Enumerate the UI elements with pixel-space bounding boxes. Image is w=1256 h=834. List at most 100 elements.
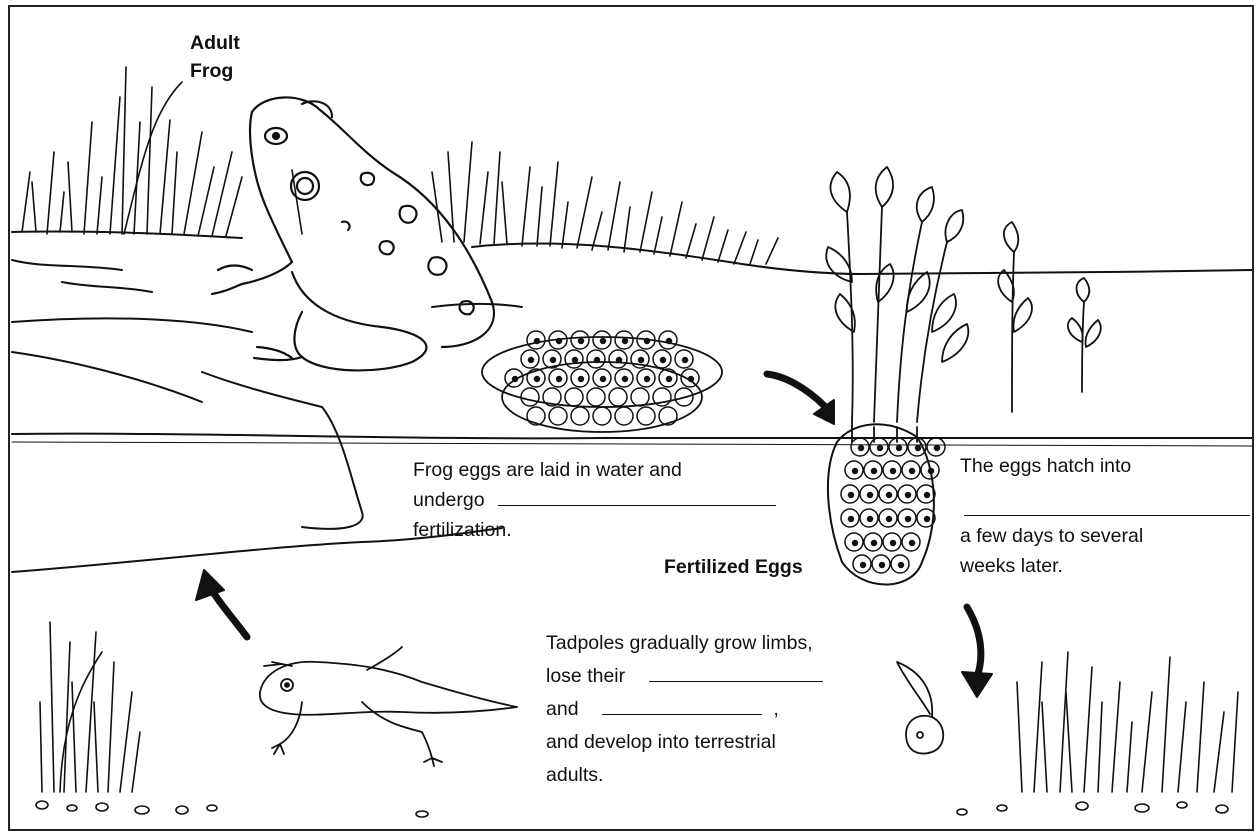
egg-embryo [891,469,896,474]
egg-embryo [535,339,540,344]
tadpoles-line3-text: and [546,698,579,720]
egg-embryo [601,339,606,344]
egg-embryo [557,377,562,382]
egg [659,407,677,425]
fill-in-blank-lose-their-1[interactable] [649,677,823,682]
adult-frog-drawing [212,97,494,370]
egg [593,407,611,425]
eggs-hatch-caption-cont: a few days to several weeks later. [960,521,1143,581]
adult-frog-label: Adult Frog [190,29,240,85]
egg-embryo [617,358,622,363]
egg-embryo [916,446,921,451]
egg-embryo [645,339,650,344]
fill-in-blank-hatch-into[interactable] [964,511,1250,516]
eggs-laid-line3: fertilization. [413,515,776,545]
arrow-to-fertilized-eggs [767,374,834,424]
egg-embryo [935,446,940,451]
egg [521,388,539,406]
egg-embryo [878,446,883,451]
egg-embryo [891,541,896,546]
egg-embryo [623,377,628,382]
eggs-hatch-line3: weeks later. [960,551,1143,581]
egg-embryo [579,377,584,382]
adult-frog-label-line1: Adult [190,29,240,57]
eggs-laid-caption: Frog eggs are laid in water and undergo … [413,455,776,545]
egg-embryo [872,541,877,546]
egg-mass-floating [482,337,722,432]
foreground-grass-right [957,652,1238,815]
fill-in-blank-lose-their-2[interactable] [602,710,762,715]
eggs-hatch-line2: a few days to several [960,521,1143,551]
background-grass [22,67,778,264]
egg-embryo [529,358,534,363]
egg-embryo [899,563,904,568]
tadpoles-line2-text: lose their [546,665,625,687]
egg-embryo [551,358,556,363]
egg-embryo [861,563,866,568]
eggs-laid-line1: Frog eggs are laid in water and [413,455,776,485]
egg-embryo [853,541,858,546]
egg-embryo [623,339,628,344]
egg-embryo [513,377,518,382]
egg-embryo [853,469,858,474]
egg-embryo [849,493,854,498]
egg-embryo [887,517,892,522]
egg-embryo [595,358,600,363]
egg [571,407,589,425]
egg [615,407,633,425]
egg-embryo [929,469,934,474]
egg [587,388,605,406]
egg-embryo [579,339,584,344]
egg-embryo [667,377,672,382]
tadpoles-caption: Tadpoles gradually grow limbs, lose thei… [546,627,823,792]
eggs-laid-line2: undergo [413,485,776,515]
diagram-frame: Adult Frog Fertilized Eggs Frog eggs are… [8,5,1254,831]
eggs-hatch-line1: The eggs hatch into [960,451,1131,481]
egg-embryo [535,377,540,382]
egg-embryo [906,517,911,522]
egg [565,388,583,406]
eggs-laid-line2-text: undergo [413,489,485,511]
fill-in-blank-fertilization-type[interactable] [498,501,776,506]
egg-embryo [880,563,885,568]
egg-embryo [906,493,911,498]
egg-embryo [645,377,650,382]
pond-plants [826,167,1100,442]
egg-embryo [925,493,930,498]
egg-embryo [667,339,672,344]
fertilized-eggs [841,438,945,573]
egg-embryo [683,358,688,363]
tadpoles-line3-comma: , [773,698,778,720]
egg [637,407,655,425]
egg-embryo [897,446,902,451]
egg-embryo [661,358,666,363]
egg-embryo [689,377,694,382]
shoreline [12,231,1252,332]
egg-embryo [859,446,864,451]
egg [631,388,649,406]
egg-embryo [573,358,578,363]
egg-embryo [887,493,892,498]
egg-embryo [910,469,915,474]
tadpole-with-legs [260,647,517,766]
hatchling-tadpole [897,662,943,754]
foreground-grass-left [36,622,428,817]
fertilized-eggs-label: Fertilized Eggs [664,552,803,582]
egg-embryo [910,541,915,546]
egg-embryo [868,493,873,498]
egg [609,388,627,406]
tadpoles-line1: Tadpoles gradually grow limbs, [546,627,823,660]
egg [527,407,545,425]
eggs-hatch-caption: The eggs hatch into [960,451,1131,481]
egg-embryo [868,517,873,522]
egg-embryo [601,377,606,382]
egg-embryo [557,339,562,344]
arrow-to-adult [196,570,247,637]
arrow-to-hatchling [962,607,992,697]
egg-embryo [872,469,877,474]
adult-frog-label-line2: Frog [190,57,240,85]
egg-embryo [849,517,854,522]
tadpoles-line3: and , [546,693,823,726]
tadpoles-line4: and develop into terrestrial [546,726,823,759]
tadpoles-line5: adults. [546,759,823,792]
